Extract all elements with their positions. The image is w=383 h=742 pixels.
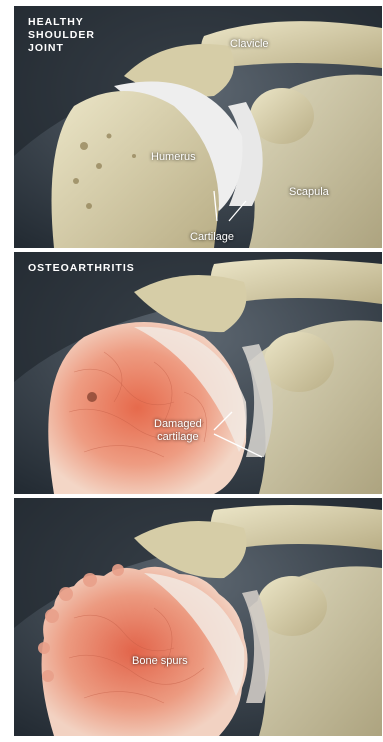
panel-title: OSTEOARTHRITIS [28, 262, 135, 275]
bone-spurs-illustration [14, 498, 382, 736]
osteoarthritis-illustration [14, 252, 382, 494]
humerus-label: Humerus [151, 151, 196, 164]
panel-healthy-joint: HEALTHY SHOULDER JOINT Clavicle Humerus … [14, 6, 382, 248]
damaged-cartilage-label: Damaged cartilage [154, 418, 202, 444]
panel-osteoarthritis: OSTEOARTHRITIS Damaged cartilage [14, 252, 382, 494]
panel-bone-spurs: Bone spurs [14, 498, 382, 736]
clavicle-label: Clavicle [230, 38, 269, 51]
bone-spurs-label: Bone spurs [132, 655, 188, 668]
cartilage-label: Cartilage [190, 231, 234, 244]
scapula-label: Scapula [289, 186, 329, 199]
panel-title: HEALTHY SHOULDER JOINT [28, 16, 95, 55]
